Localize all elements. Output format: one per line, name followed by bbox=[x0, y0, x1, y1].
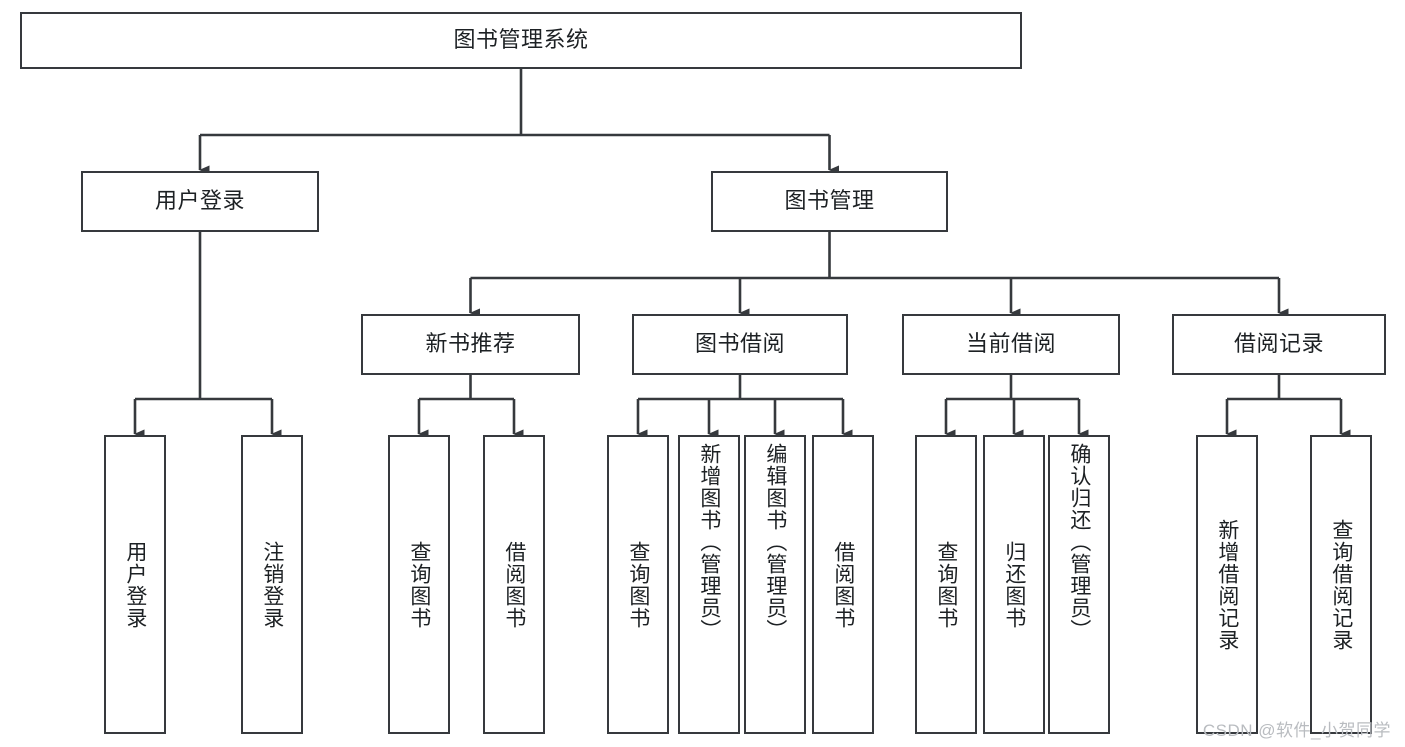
leaf-text-wrap: 查询图书 bbox=[390, 437, 448, 732]
node-label: 图书管理系统 bbox=[453, 27, 589, 53]
node-label: 新增图书（管理员） bbox=[697, 443, 721, 641]
leaf-text-wrap: 用户登录 bbox=[106, 437, 164, 732]
node-label: 注销登录 bbox=[260, 540, 284, 629]
leaf-text-wrap: 借阅图书 bbox=[814, 437, 872, 732]
node-leaf-user-logout[interactable]: 注销登录 bbox=[241, 435, 303, 734]
node-leaf-query-book-2[interactable]: 查询图书 bbox=[607, 435, 669, 734]
node-label: 当前借阅 bbox=[965, 331, 1056, 357]
node-new-book-recommend[interactable]: 新书推荐 bbox=[361, 314, 580, 375]
leaf-text-wrap: 查询图书 bbox=[917, 437, 975, 732]
node-label: 用户登录 bbox=[123, 540, 147, 629]
leaf-text-wrap: 借阅图书 bbox=[485, 437, 543, 732]
node-label: 编辑图书（管理员） bbox=[763, 443, 787, 641]
node-book-borrow[interactable]: 图书借阅 bbox=[632, 314, 848, 375]
node-leaf-user-login[interactable]: 用户登录 bbox=[104, 435, 166, 734]
node-leaf-return-book[interactable]: 归还图书 bbox=[983, 435, 1045, 734]
leaf-text-wrap: 注销登录 bbox=[243, 437, 301, 732]
node-leaf-borrow-book-1[interactable]: 借阅图书 bbox=[483, 435, 545, 734]
node-leaf-add-book-admin[interactable]: 新增图书（管理员） bbox=[678, 435, 740, 734]
node-book-manage[interactable]: 图书管理 bbox=[711, 171, 948, 232]
node-label: 借阅图书 bbox=[502, 540, 526, 629]
node-label: 查询图书 bbox=[934, 540, 958, 629]
node-leaf-query-book-3[interactable]: 查询图书 bbox=[915, 435, 977, 734]
node-leaf-confirm-return-admin[interactable]: 确认归还（管理员） bbox=[1048, 435, 1110, 734]
leaf-text-wrap: 新增借阅记录 bbox=[1198, 437, 1256, 732]
node-label: 查询图书 bbox=[626, 540, 650, 629]
leaf-text-wrap: 新增图书（管理员） bbox=[680, 437, 738, 732]
node-current-borrow[interactable]: 当前借阅 bbox=[902, 314, 1120, 375]
node-label: 查询图书 bbox=[407, 540, 431, 629]
node-leaf-query-book-1[interactable]: 查询图书 bbox=[388, 435, 450, 734]
node-label: 确认归还（管理员） bbox=[1067, 443, 1091, 641]
node-label: 用户登录 bbox=[154, 188, 245, 214]
node-user-login[interactable]: 用户登录 bbox=[81, 171, 319, 232]
node-leaf-borrow-book-2[interactable]: 借阅图书 bbox=[812, 435, 874, 734]
leaf-text-wrap: 确认归还（管理员） bbox=[1050, 437, 1108, 732]
node-label: 图书借阅 bbox=[694, 331, 785, 357]
node-root[interactable]: 图书管理系统 bbox=[20, 12, 1022, 69]
node-label: 新增借阅记录 bbox=[1215, 518, 1239, 651]
node-label: 新书推荐 bbox=[425, 331, 516, 357]
leaf-text-wrap: 归还图书 bbox=[985, 437, 1043, 732]
leaf-text-wrap: 查询借阅记录 bbox=[1312, 437, 1370, 732]
leaf-text-wrap: 编辑图书（管理员） bbox=[746, 437, 804, 732]
node-label: 查询借阅记录 bbox=[1329, 518, 1353, 651]
node-borrow-record[interactable]: 借阅记录 bbox=[1172, 314, 1386, 375]
node-label: 图书管理 bbox=[784, 188, 875, 214]
node-label: 归还图书 bbox=[1002, 540, 1026, 629]
node-label: 借阅图书 bbox=[831, 540, 855, 629]
node-leaf-add-borrow-record[interactable]: 新增借阅记录 bbox=[1196, 435, 1258, 734]
node-label: 借阅记录 bbox=[1233, 331, 1324, 357]
node-leaf-edit-book-admin[interactable]: 编辑图书（管理员） bbox=[744, 435, 806, 734]
leaf-text-wrap: 查询图书 bbox=[609, 437, 667, 732]
node-leaf-query-borrow-record[interactable]: 查询借阅记录 bbox=[1310, 435, 1372, 734]
